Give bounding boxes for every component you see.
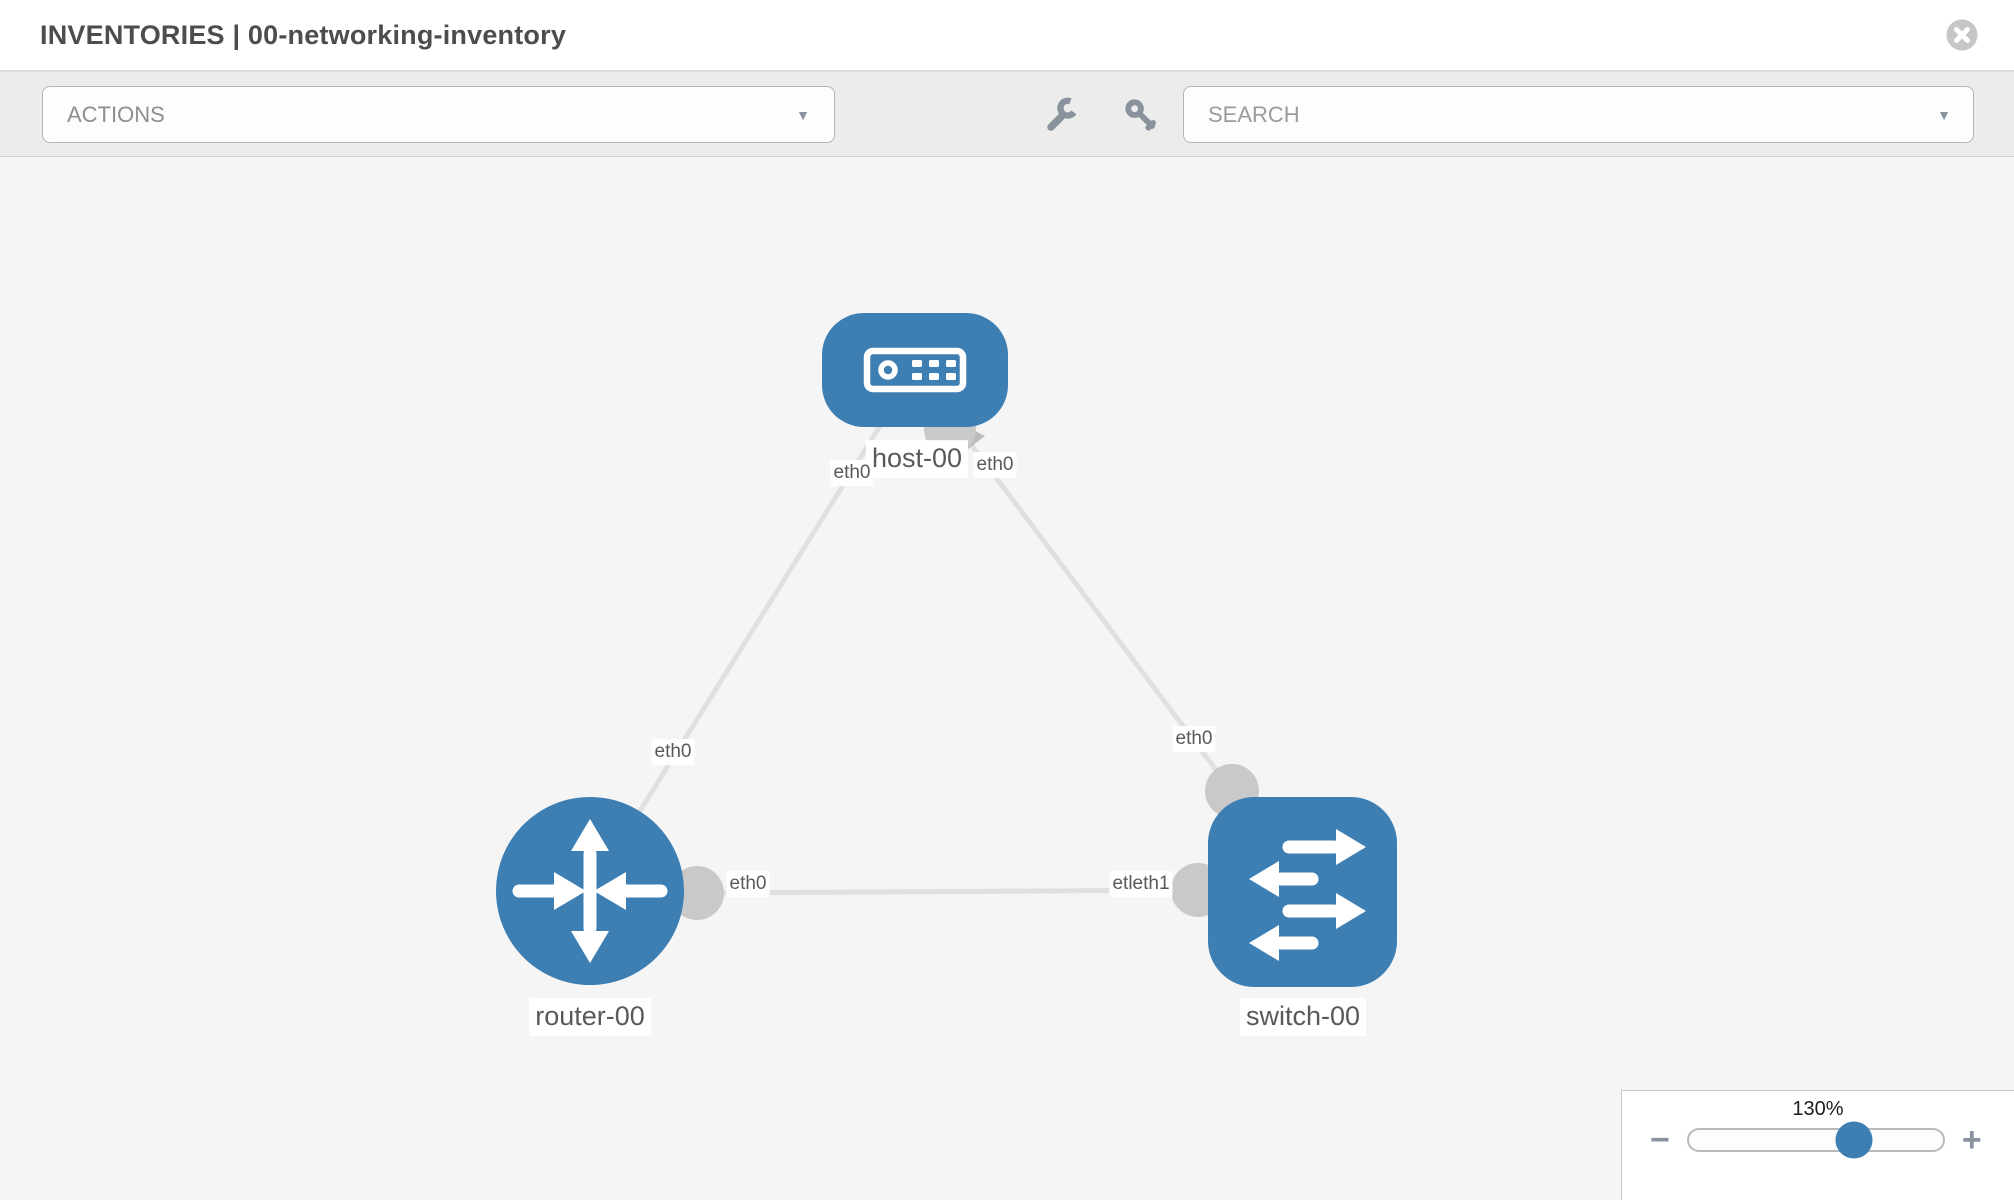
node-router-00[interactable] [496, 797, 684, 985]
toolbar: ACTIONS ▼ ▼ [0, 72, 2014, 157]
close-icon [1946, 19, 1978, 51]
interface-label: eth0 [973, 452, 1017, 478]
node-switch-00[interactable] [1208, 797, 1397, 987]
search-box: ▼ [1183, 86, 1974, 143]
zoom-in-button[interactable]: + [1961, 1121, 1982, 1159]
key-icon[interactable] [1122, 95, 1162, 135]
chevron-down-icon: ▼ [796, 106, 810, 123]
chevron-down-icon[interactable]: ▼ [1937, 106, 1951, 123]
zoom-slider[interactable] [1686, 1121, 1945, 1159]
topology-canvas[interactable]: host-00 router-00 switch-00 eth0 eth0 et… [0, 157, 2014, 1200]
connector-router-right [670, 866, 724, 920]
actions-dropdown[interactable]: ACTIONS ▼ [42, 86, 835, 143]
close-button[interactable] [1946, 19, 1978, 51]
toolbar-tools [1042, 72, 1162, 157]
search-input[interactable] [1184, 87, 1938, 142]
page-title: INVENTORIES | 00-networking-inventory [40, 19, 567, 50]
node-label-switch: switch-00 [1239, 998, 1367, 1036]
node-label-host: host-00 [865, 440, 969, 478]
zoom-out-button[interactable]: − [1650, 1121, 1670, 1159]
modal-header: INVENTORIES | 00-networking-inventory [0, 0, 2014, 72]
zoom-panel: 130% − + [1621, 1090, 2014, 1200]
actions-label: ACTIONS [67, 101, 165, 127]
interface-label: eth0 [651, 739, 695, 765]
router-icon [512, 819, 668, 963]
interface-label: eth0 [830, 460, 874, 486]
interface-label: eth0 [1172, 726, 1216, 752]
interface-label: eth0 [726, 871, 770, 897]
switch-icon [1249, 829, 1366, 961]
interface-label: etleth1 [1109, 871, 1173, 897]
link-host-router[interactable] [587, 368, 918, 893]
host-icon [863, 347, 967, 393]
zoom-controls: − + [1622, 1121, 2014, 1159]
node-label-router: router-00 [529, 998, 651, 1036]
zoom-level: 130% [1792, 1098, 1844, 1120]
wrench-icon[interactable] [1042, 95, 1082, 135]
zoom-slider-thumb[interactable] [1835, 1121, 1873, 1159]
node-host-00[interactable] [822, 313, 1008, 427]
